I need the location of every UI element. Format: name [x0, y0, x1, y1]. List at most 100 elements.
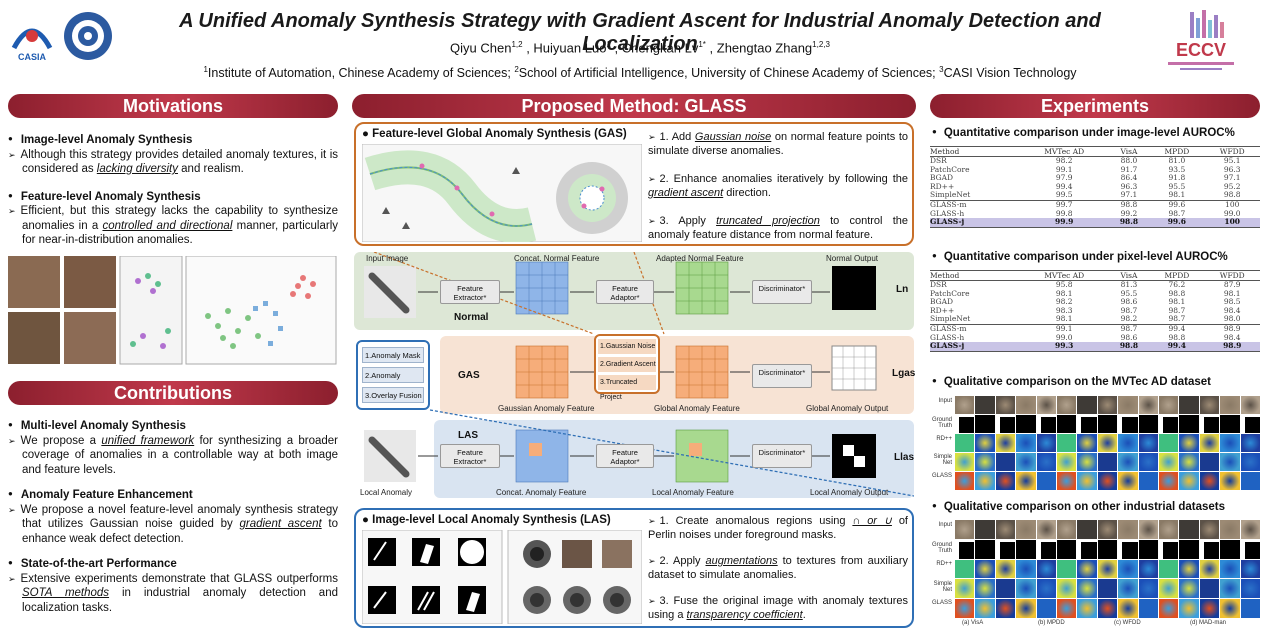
qualitative-thumbnail	[1016, 559, 1036, 579]
las-panel: ● Image-level Local Anomaly Synthesis (L…	[354, 508, 914, 628]
table-cell: 98.8	[1223, 190, 1241, 200]
qualitative-thumbnail	[1118, 579, 1138, 599]
normal-label: Normal	[454, 312, 489, 323]
table-cell: 99.6	[1149, 199, 1205, 210]
table-cell: BGAD	[930, 173, 954, 183]
qualitative-thumbnail	[1199, 579, 1220, 599]
adapted-normal-label: Adapted Normal Feature	[656, 254, 744, 263]
contributions-section: Multi-level Anomaly Synthesis We propose…	[8, 412, 338, 615]
qualitative-thumbnail	[1016, 520, 1036, 539]
qualitative-thumbnail	[1138, 539, 1158, 559]
table-cell: 98.2	[1055, 156, 1073, 165]
table-cell: 98.1	[1055, 288, 1073, 298]
qualitative-thumbnail	[1138, 559, 1158, 579]
qualitative-thumbnail	[1036, 599, 1056, 618]
qualitative-thumbnail	[1056, 472, 1077, 490]
qualitative-thumbnail	[1138, 472, 1158, 490]
column-header: VisA	[1108, 270, 1150, 281]
qualitative-thumbnail	[1036, 579, 1056, 599]
column-header: WFDD	[1204, 270, 1260, 281]
table-cell: 98.9	[1204, 323, 1260, 334]
table-cell: BGAD	[930, 297, 954, 307]
qualitative-thumbnail	[1036, 539, 1056, 559]
table-cell: 98.7	[1108, 323, 1150, 334]
qualitative-thumbnail	[1077, 415, 1097, 433]
qualitative-thumbnail	[1199, 453, 1220, 471]
qualitative-thumbnail	[1056, 579, 1077, 599]
qualitative-thumbnail	[1138, 599, 1158, 618]
truncated-project-step: 3.Truncated Project	[598, 375, 656, 401]
table-cell: SimpleNet	[930, 190, 971, 200]
qualitative-thumbnail	[1179, 415, 1199, 433]
qualitative-thumbnail	[955, 599, 975, 618]
qualitative-thumbnail	[1240, 472, 1260, 490]
qualitative-thumbnail	[1016, 415, 1036, 433]
table-cell: 99.0	[1223, 208, 1241, 218]
qualitative-thumbnail	[1220, 415, 1240, 433]
qualitative-thumbnail	[1158, 434, 1179, 452]
qualitative-thumbnail	[1056, 396, 1077, 414]
table-cell: 88.0	[1120, 156, 1138, 165]
gas-step-3: 3. Apply truncated projection to control…	[648, 214, 908, 242]
qualitative-thumbnail	[1097, 539, 1118, 559]
gas-manifold-figure	[362, 144, 642, 242]
input-image-label: Input Image	[366, 254, 409, 263]
table-cell: 96.3	[1223, 164, 1241, 174]
contribution-text: We propose a novel feature-level anomaly…	[8, 503, 338, 547]
qualitative-thumbnail	[1097, 396, 1118, 414]
row-label: Simple Net	[933, 454, 952, 467]
motivation-text: Efficient, but this strategy lacks the c…	[8, 204, 338, 248]
qualitative-thumbnail	[1179, 539, 1199, 559]
table-cell: 95.5	[1120, 288, 1138, 298]
affiliation-list: 1Institute of Automation, Chinese Academ…	[203, 65, 1077, 81]
table-cell: 98.0	[1223, 314, 1241, 324]
qualitative-thumbnail	[1199, 520, 1220, 539]
row-label: Simple Net	[933, 580, 952, 593]
table-cell: 95.8	[1055, 280, 1073, 289]
qualitative-thumbnail	[1158, 559, 1179, 579]
las-step-3: 3. Fuse the original image with anomaly …	[648, 594, 908, 622]
discriminator-box-las: Discriminator*	[752, 444, 812, 468]
las-step-1: 1. Create anomalous regions using ∩ or ∪…	[648, 514, 908, 542]
table-cell: 99.9	[1019, 217, 1109, 228]
column-header: MPDD	[1149, 146, 1205, 157]
row-label: RD++	[936, 561, 952, 568]
pipeline-diagram	[364, 252, 914, 497]
qualitative-thumbnail	[1077, 579, 1097, 599]
qualitative-thumbnail	[1220, 579, 1240, 599]
experiments-banner: Experiments	[930, 94, 1260, 118]
qualitative-thumbnail	[995, 579, 1016, 599]
table-cell: 98.7	[1168, 208, 1186, 218]
table-cell: 81.0	[1168, 156, 1186, 165]
qualitative-thumbnail	[1036, 559, 1056, 579]
qualitative-thumbnail	[1179, 559, 1199, 579]
qualitative-thumbnail	[1220, 472, 1240, 490]
table-cell: RD++	[930, 181, 955, 191]
qualitative-thumbnail	[1138, 453, 1158, 471]
qualitative-thumbnail	[1158, 415, 1179, 433]
qualitative-thumbnail	[1036, 434, 1056, 452]
qualitative-thumbnail	[1138, 579, 1158, 599]
table-cell: 98.2	[1120, 314, 1138, 324]
qualitative-thumbnail	[1036, 472, 1056, 490]
table-cell: 98.8	[1108, 199, 1150, 210]
gaussian-anomaly-label: Gaussian Anomaly Feature	[498, 404, 595, 413]
ucas-logo	[64, 12, 112, 60]
qualitative-thumbnail	[975, 520, 995, 539]
table-cell: 93.5	[1168, 164, 1186, 174]
table-cell: 99.3	[1019, 341, 1109, 352]
row-label: Ground Truth	[931, 541, 952, 554]
las-steps-box: 1.Anomaly Mask 2.Anomaly Texture 3.Overl…	[356, 340, 430, 410]
qualitative-thumbnail	[1016, 453, 1036, 471]
qualitative-thumbnail	[975, 453, 995, 471]
svg-text:CASIA: CASIA	[18, 52, 47, 62]
qualitative-thumbnail	[1118, 415, 1138, 433]
las-label: LAS	[458, 430, 478, 441]
table-cell: 95.2	[1223, 181, 1241, 191]
qualitative-thumbnail	[995, 434, 1016, 452]
qualitative-thumbnail	[995, 520, 1016, 539]
